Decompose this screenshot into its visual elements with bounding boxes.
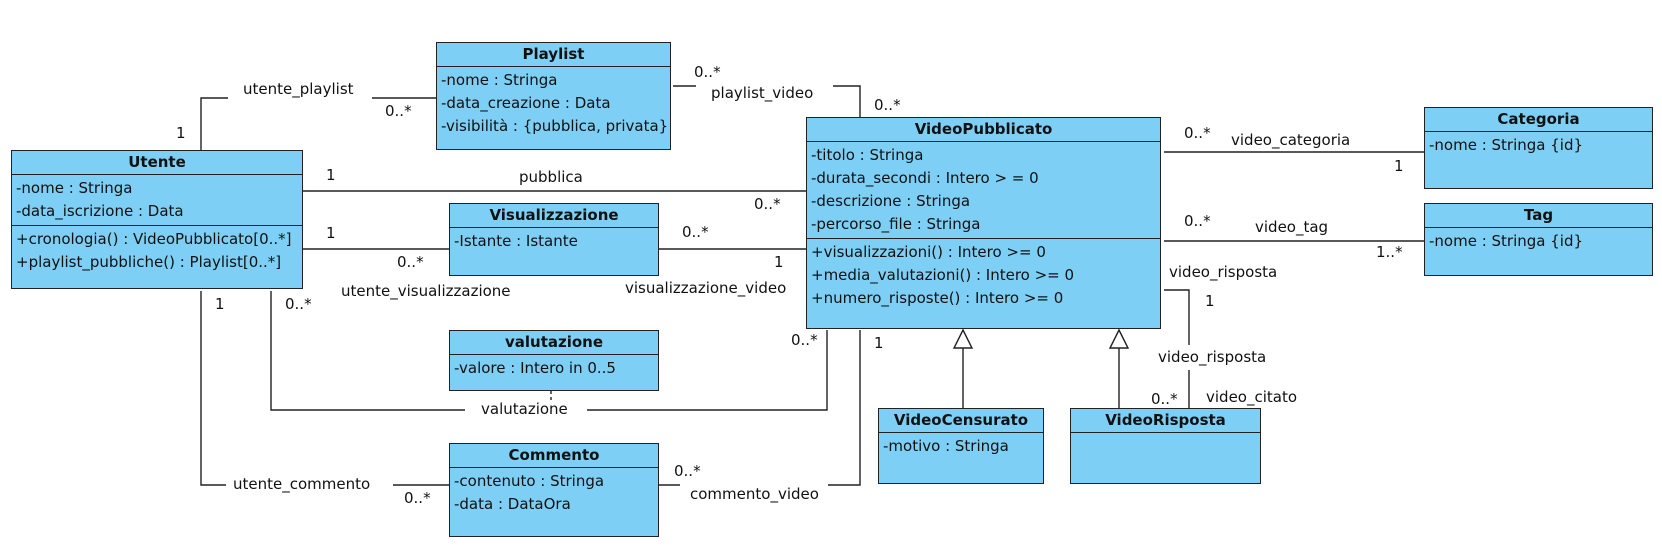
attribute: -nome : Stringa [16, 179, 133, 197]
assoc-video-tag-name: video_tag [1255, 218, 1329, 236]
attribute: -motivo : Stringa [883, 437, 1009, 455]
line-playlist-video [673, 85, 861, 117]
class-name: VideoPubblicato [807, 118, 1160, 142]
attribute: -nome : Stringa {id} [1429, 136, 1584, 154]
attribute: -data : DataOra [454, 495, 571, 513]
assoc-video-categoria-mult-a: 0..* [1184, 124, 1211, 142]
assoc-visualizzazione-video-name: visualizzazione_video [625, 279, 787, 297]
assoc-utente-playlist-mult-b: 0..* [385, 102, 412, 120]
operation: +cronologia() : VideoPubblicato[0..*] [16, 230, 292, 248]
class-name: VideoCensurato [879, 409, 1043, 433]
generalization-arrow-censurato [952, 328, 974, 349]
line-video-risposta [1164, 289, 1190, 408]
assoc-pubblica-mult-a: 1 [326, 166, 336, 184]
class-name: valutazione [450, 331, 658, 355]
class-name: Visualizzazione [450, 204, 658, 228]
class-name: Categoria [1425, 108, 1652, 132]
class-valutazione[interactable]: valutazione -valore : Intero in 0..5 [449, 330, 659, 391]
assoc-playlist-video-mult-a: 0..* [694, 63, 721, 81]
assoc-utente-visualizzazione-name: utente_visualizzazione [341, 282, 511, 300]
attribute: -visibilità : {pubblica, privata} [441, 117, 669, 135]
assoc-playlist-video-mult-b: 0..* [874, 96, 901, 114]
attribute: -titolo : Stringa [811, 146, 924, 164]
class-video-pubblicato[interactable]: VideoPubblicato -titolo : Stringa -durat… [806, 117, 1161, 329]
line-valutazione [270, 291, 828, 411]
assoc-video-risposta-mult-b: 0..* [1151, 390, 1178, 408]
operation: +visualizzazioni() : Intero >= 0 [811, 243, 1046, 261]
attribute: -Istante : Istante [454, 232, 578, 250]
operation: +media_valutazioni() : Intero >= 0 [811, 266, 1075, 284]
assoc-valutazione-mult-b: 0..* [791, 331, 818, 349]
assoc-playlist-video-name: playlist_video [711, 84, 814, 102]
assoc-utente-visualizzazione-mult-b: 0..* [397, 253, 424, 271]
class-name: Utente [12, 151, 302, 175]
attribute: -data_creazione : Data [441, 94, 611, 112]
assoc-utente-commento-mult-a: 1 [215, 295, 225, 313]
line-utente-playlist [200, 97, 436, 150]
attribute: -contenuto : Stringa [454, 472, 605, 490]
assoc-valutazione-mult-a: 0..* [285, 295, 312, 313]
assoc-visualizzazione-video-mult-a: 0..* [682, 223, 709, 241]
class-tag[interactable]: Tag -nome : Stringa {id} [1424, 203, 1653, 276]
operation: +playlist_pubbliche() : Playlist[0..*] [16, 253, 282, 271]
assoc-utente-commento-name: utente_commento [233, 475, 371, 493]
class-name: Commento [450, 444, 658, 468]
class-name: Playlist [437, 43, 670, 67]
assoc-video-categoria-mult-b: 1 [1394, 157, 1404, 175]
class-video-censurato[interactable]: VideoCensurato -motivo : Stringa [878, 408, 1044, 484]
class-utente[interactable]: Utente -nome : Stringa -data_iscrizione … [11, 150, 303, 289]
assoc-utente-visualizzazione-mult-a: 1 [326, 224, 336, 242]
assoc-utente-commento-mult-b: 0..* [404, 489, 431, 507]
operation: +numero_risposte() : Intero >= 0 [811, 289, 1064, 307]
attribute: -durata_secondi : Intero > = 0 [811, 169, 1039, 187]
assoc-utente-playlist-name: utente_playlist [243, 80, 354, 98]
assoc-video-tag-mult-a: 0..* [1184, 212, 1211, 230]
class-name: VideoRisposta [1071, 409, 1260, 433]
assoc-video-risposta-role-citato: video_citato [1206, 388, 1298, 406]
line-utente-commento [200, 291, 449, 486]
assoc-pubblica-name: pubblica [519, 168, 583, 186]
attribute: -valore : Intero in 0..5 [454, 359, 616, 377]
attribute: -data_iscrizione : Data [16, 202, 184, 220]
class-video-risposta[interactable]: VideoRisposta [1070, 408, 1261, 484]
class-playlist[interactable]: Playlist -nome : Stringa -data_creazione… [436, 42, 671, 150]
class-visualizzazione[interactable]: Visualizzazione -Istante : Istante [449, 203, 659, 276]
assoc-visualizzazione-video-mult-b: 1 [774, 253, 784, 271]
attribute: -nome : Stringa {id} [1429, 232, 1584, 250]
attribute: -nome : Stringa [441, 71, 558, 89]
class-name: Tag [1425, 204, 1652, 228]
assoc-pubblica-mult-b: 0..* [754, 195, 781, 213]
assoc-video-categoria-name: video_categoria [1231, 131, 1351, 149]
assoc-video-tag-mult-b: 1..* [1376, 243, 1403, 261]
generalization-arrow-risposta [1108, 328, 1130, 349]
class-categoria[interactable]: Categoria -nome : Stringa {id} [1424, 107, 1653, 189]
assoc-video-risposta-role-risposta: video_risposta [1169, 263, 1278, 281]
assoc-commento-video-mult-a: 0..* [674, 462, 701, 480]
class-commento[interactable]: Commento -contenuto : Stringa -data : Da… [449, 443, 659, 537]
assoc-commento-video-name: commento_video [690, 485, 819, 503]
assoc-video-risposta-name: video_risposta [1158, 348, 1267, 366]
attribute: -descrizione : Stringa [811, 192, 971, 210]
assoc-video-risposta-mult-a: 1 [1205, 292, 1215, 310]
assoc-commento-video-mult-b: 1 [874, 334, 884, 352]
line-commento-video [659, 330, 861, 486]
assoc-utente-playlist-mult-a: 1 [176, 124, 186, 142]
attribute: -percorso_file : Stringa [811, 215, 981, 233]
assoc-valutazione-name: valutazione [481, 400, 568, 418]
